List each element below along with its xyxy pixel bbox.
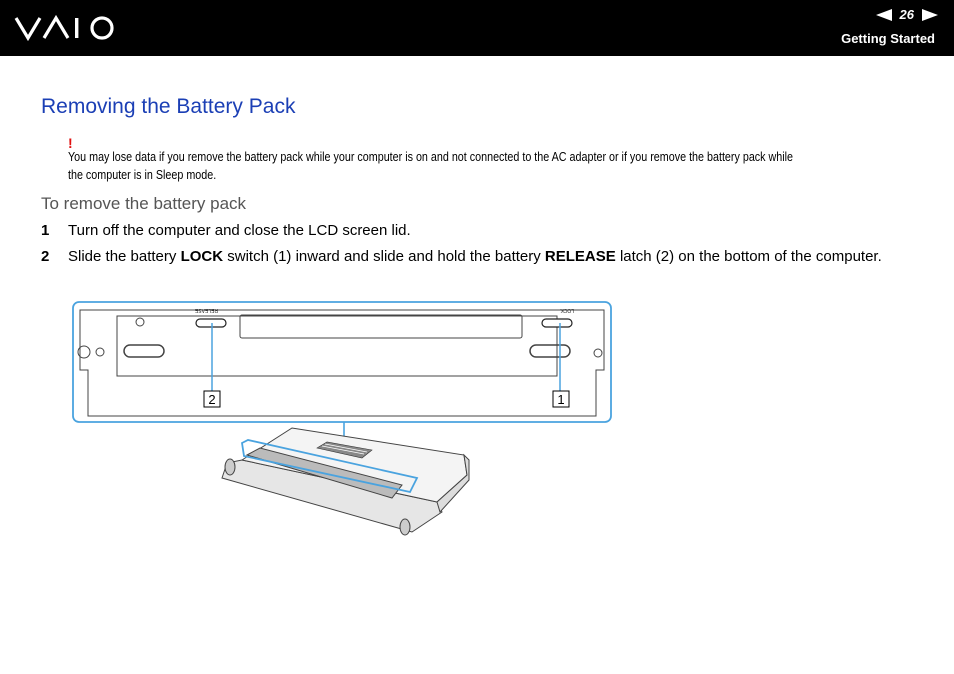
callout-1-box — [552, 390, 570, 408]
section-name: Getting Started — [841, 31, 935, 46]
previous-page-arrow-icon[interactable] — [875, 8, 892, 21]
step-text: Turn off the computer and close the LCD … — [68, 222, 411, 239]
procedure-heading: To remove the battery pack — [41, 194, 247, 213]
page-number: 26 — [899, 7, 914, 22]
callout-2: 2 — [208, 392, 215, 407]
next-page-arrow-icon[interactable] — [922, 8, 938, 21]
callout-1: 1 — [557, 392, 564, 407]
step-number: 2 — [41, 248, 50, 265]
release-label: RELEASE — [194, 307, 218, 313]
battery-removal-illustration: RELEASE LOCK 2 1 — [72, 301, 612, 536]
warning-note: You may lose data if you remove the batt… — [68, 150, 794, 182]
warning-icon: ! — [68, 135, 73, 151]
lock-label: LOCK — [560, 307, 574, 313]
battery-highlight — [241, 439, 419, 494]
lock-switch — [541, 318, 573, 328]
callout-2-box — [203, 390, 221, 408]
page-header: 26 Getting Started — [0, 0, 954, 56]
step-number: 1 — [41, 222, 50, 239]
page-navigation: 26 — [875, 7, 938, 22]
vaio-logo — [14, 14, 114, 42]
release-latch — [195, 318, 227, 328]
detail-inset-frame — [72, 301, 612, 423]
page-title: Removing the Battery Pack — [41, 95, 296, 118]
step-text: Slide the battery LOCK switch (1) inward… — [68, 248, 882, 265]
battery-compartment — [239, 314, 523, 339]
